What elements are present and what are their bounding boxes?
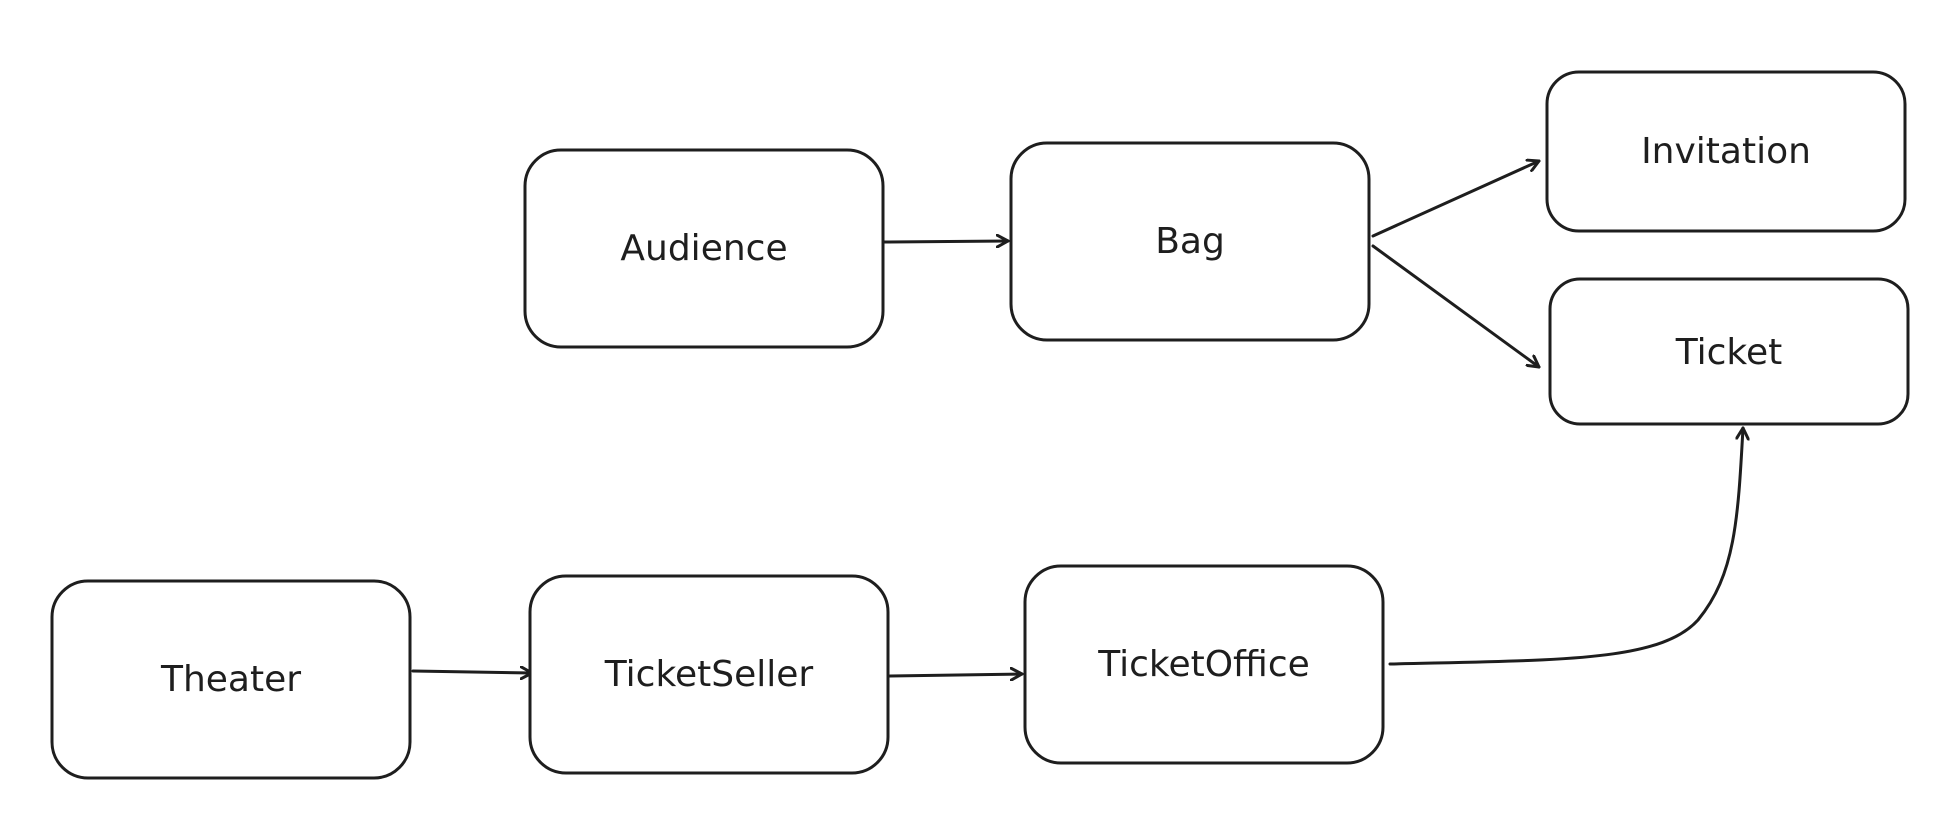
node-label-ticketseller: TicketSeller <box>604 654 814 695</box>
node-theater[interactable]: Theater <box>50 579 412 780</box>
node-label-invitation: Invitation <box>1641 131 1811 172</box>
node-ticket[interactable]: Ticket <box>1548 277 1910 426</box>
edges <box>411 161 1743 676</box>
edge-ticketseller-to-ticketoffice <box>888 674 1024 676</box>
node-label-ticket: Ticket <box>1675 332 1783 373</box>
node-label-ticketoffice: TicketOffice <box>1097 644 1310 685</box>
node-invitation[interactable]: Invitation <box>1545 70 1907 233</box>
edge-theater-to-ticketseller <box>411 671 534 673</box>
edge-audience-to-bag <box>881 241 1010 242</box>
node-label-theater: Theater <box>160 659 301 700</box>
node-audience[interactable]: Audience <box>523 148 885 349</box>
node-label-audience: Audience <box>620 228 787 269</box>
node-label-bag: Bag <box>1155 221 1225 262</box>
edge-ticketoffice-to-ticket <box>1388 426 1743 666</box>
node-ticketseller[interactable]: TicketSeller <box>528 574 890 775</box>
edge-bag-to-ticket <box>1371 244 1541 369</box>
edge-bag-to-invitation <box>1371 161 1541 238</box>
node-bag[interactable]: Bag <box>1009 141 1371 342</box>
node-ticketoffice[interactable]: TicketOffice <box>1023 564 1385 765</box>
